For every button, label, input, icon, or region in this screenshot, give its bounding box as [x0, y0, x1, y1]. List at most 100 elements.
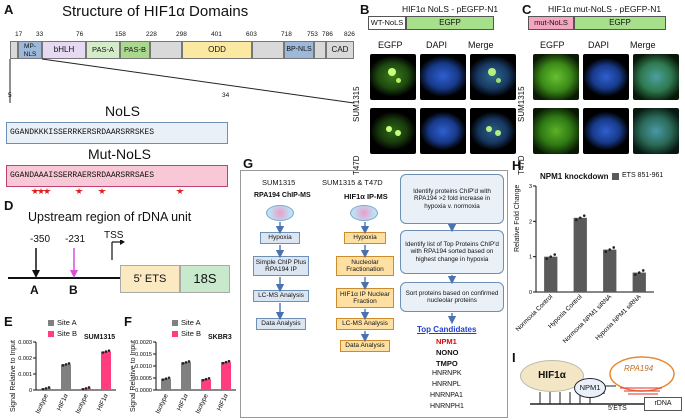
domain-linker-2: [252, 41, 284, 59]
c-sum1315-merge-image: [633, 54, 679, 100]
f-replicate-dot: [204, 377, 208, 381]
d-tss-label: TSS: [104, 230, 124, 241]
e-replicate-dot: [67, 362, 71, 365]
panel-b-title: HIF1α NoLS - pEGFP-N1: [402, 4, 499, 14]
e-replicate-dot: [64, 363, 68, 366]
b-col-dapi: DAPI: [426, 40, 448, 50]
e-replicate-dot: [87, 386, 91, 389]
g-candidate-hnrnpl: HNRNPL: [432, 381, 461, 388]
d-18s-box: 18S: [180, 265, 230, 293]
panel-f-label: F: [124, 314, 132, 329]
f-ytick-label: 0.0005: [135, 376, 152, 382]
f-replicate-dot: [184, 361, 188, 364]
g-top-candidates-title: Top Candidates: [417, 325, 477, 334]
b-sum1315-merge-image: [470, 54, 516, 100]
nols-title: NoLS: [105, 103, 141, 119]
nols-start-number: 5: [8, 92, 12, 99]
position-number: 228: [146, 31, 157, 38]
position-number: 786: [322, 31, 333, 38]
i-rdna-box: rDNA: [644, 397, 682, 411]
h-ytick-label: 0: [529, 290, 532, 296]
e-ytick-label: 0.002: [18, 356, 32, 362]
mut-nols-box: mut-NoLS: [528, 16, 574, 30]
position-number: 76: [76, 31, 84, 38]
nols-end-number: 34: [222, 92, 230, 99]
panel-e-label: E: [4, 314, 13, 329]
h-replicate-dot: [637, 271, 641, 274]
e-bar: [101, 351, 111, 390]
domain-bhlh: bHLH: [42, 41, 86, 59]
h-ytick-label: 2: [529, 219, 532, 225]
egfp-box-c: EGFP: [574, 16, 666, 30]
c-t47d-merge-image: [633, 108, 679, 154]
h-ytick-label: 1: [529, 255, 532, 261]
h-replicate-dot: [612, 246, 616, 249]
g-candidate-nono: NONO: [436, 348, 459, 357]
e-replicate-dot: [101, 351, 105, 354]
b-sum1315-egfp-image: [370, 54, 416, 100]
panel-g-frame: [240, 170, 508, 418]
e-legend-b-swatch: [48, 331, 54, 337]
f-bar: [221, 362, 231, 390]
h-legend: ETS 851-961: [622, 172, 664, 179]
i-hif1a-oval: HIF1α: [520, 360, 584, 392]
b-sum1315-dapi-image: [420, 54, 466, 100]
d-site-b-label: B: [69, 283, 78, 297]
g-mid-title: HIF1α IP-MS: [344, 192, 388, 201]
i-ets-label: 5'ETS: [608, 405, 627, 412]
panel-g-label: G: [243, 156, 254, 171]
f-replicate-dot: [187, 360, 191, 363]
position-number: 603: [246, 31, 257, 38]
position-number: 33: [36, 31, 44, 38]
f-replicate-dot: [201, 378, 205, 382]
e-replicate-dot: [61, 364, 65, 367]
g-right-step-1: Identify proteins ChIP'd with RPA194 >2 …: [400, 174, 504, 224]
position-number: 158: [115, 31, 126, 38]
domain-pas-a: PAS-A: [86, 41, 120, 59]
g-mid-header: SUM1315 & T47D: [322, 178, 383, 187]
panel-i-label: I: [512, 350, 516, 365]
d-site-a-label: A: [30, 283, 39, 297]
mutation-markers: [31, 188, 184, 194]
panel-b-label: B: [360, 2, 370, 17]
h-bar: [544, 256, 558, 292]
i-rpa194-label: RPA194: [624, 364, 654, 373]
position-number: 17: [15, 31, 23, 38]
domain-pas-b: PAS-B: [120, 41, 150, 59]
f-replicate-dot: [164, 377, 168, 381]
panel-a-title: Structure of HIF1α Domains: [62, 3, 249, 20]
domain-n-terminal: [10, 41, 18, 59]
e-ytick-label: 0.001: [18, 372, 32, 378]
e-replicate-dot: [84, 387, 88, 390]
position-number: 298: [176, 31, 187, 38]
f-ytick-label: 0.0010: [135, 364, 152, 370]
h-ylabel: Relative Fold Change: [514, 184, 521, 252]
d-pos-350: -350: [30, 234, 51, 245]
f-cell-line: SKBR3: [208, 334, 232, 341]
g-candidate-hnrnpk: HNRNPK: [432, 370, 462, 377]
e-ytick-label: 0.003: [18, 340, 32, 346]
h-replicate-dot: [641, 269, 645, 272]
position-number: 826: [344, 31, 355, 38]
h-replicate-dot: [608, 248, 612, 251]
e-replicate-dot: [44, 387, 48, 390]
e-ytick-label: 0: [29, 388, 32, 394]
panel-d-title: Upstream region of rDNA unit: [28, 210, 192, 224]
g-left-dish-icon: [266, 205, 294, 221]
wt-nols-box: WT-NoLS: [368, 16, 406, 30]
panel-h-label: H: [512, 158, 522, 173]
d-pos-231: -231: [65, 234, 86, 245]
e-cell-line: SUM1315: [84, 334, 116, 341]
position-number: 401: [211, 31, 222, 38]
h-replicate-dot: [578, 216, 582, 220]
panel-c-title: HIF1α mut-NoLS - pEGFP-N1: [548, 4, 662, 14]
f-ytick-label: 0.0015: [135, 352, 152, 358]
domain-cad: CAD: [326, 41, 354, 59]
e-replicate-dot: [104, 350, 108, 353]
h-bar: [603, 249, 617, 292]
f-replicate-dot: [181, 362, 185, 365]
b-col-merge: Merge: [468, 40, 494, 50]
position-number: 718: [281, 31, 292, 38]
f-replicate-dot: [161, 378, 165, 381]
